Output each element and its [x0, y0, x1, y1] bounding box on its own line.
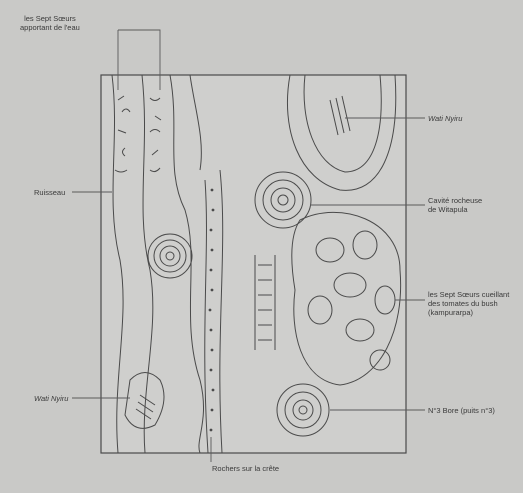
label-cavite-line2: de Witapula — [428, 205, 482, 214]
label-cueillant-line2: des tomates du bush — [428, 299, 509, 308]
label-sept-soeurs-eau-line1: les Sept Sœurs — [20, 14, 80, 23]
label-sept-soeurs-eau-line2: apportant de l'eau — [20, 23, 80, 32]
label-sept-soeurs-eau: les Sept Sœurs apportant de l'eau — [20, 14, 80, 32]
label-bore: N°3 Bore (puits n°3) — [428, 406, 495, 415]
label-ruisseau: Ruisseau — [34, 188, 65, 197]
label-wati-nyiru-right-text: Wati Nyiru — [428, 114, 462, 123]
label-cueillant-line3: (kampurarpa) — [428, 308, 509, 317]
label-wati-nyiru-left: Wati Nyiru — [34, 394, 68, 403]
label-cueillant: les Sept Sœurs cueillant des tomates du … — [428, 290, 509, 317]
label-wati-nyiru-left-text: Wati Nyiru — [34, 394, 68, 403]
label-wati-nyiru-right: Wati Nyiru — [428, 114, 462, 123]
artwork-frame — [101, 75, 406, 453]
label-rochers: Rochers sur la crête — [212, 464, 279, 473]
label-cavite-line1: Cavité rocheuse — [428, 196, 482, 205]
label-cueillant-line1: les Sept Sœurs cueillant — [428, 290, 509, 299]
label-cavite: Cavité rocheuse de Witapula — [428, 196, 482, 214]
